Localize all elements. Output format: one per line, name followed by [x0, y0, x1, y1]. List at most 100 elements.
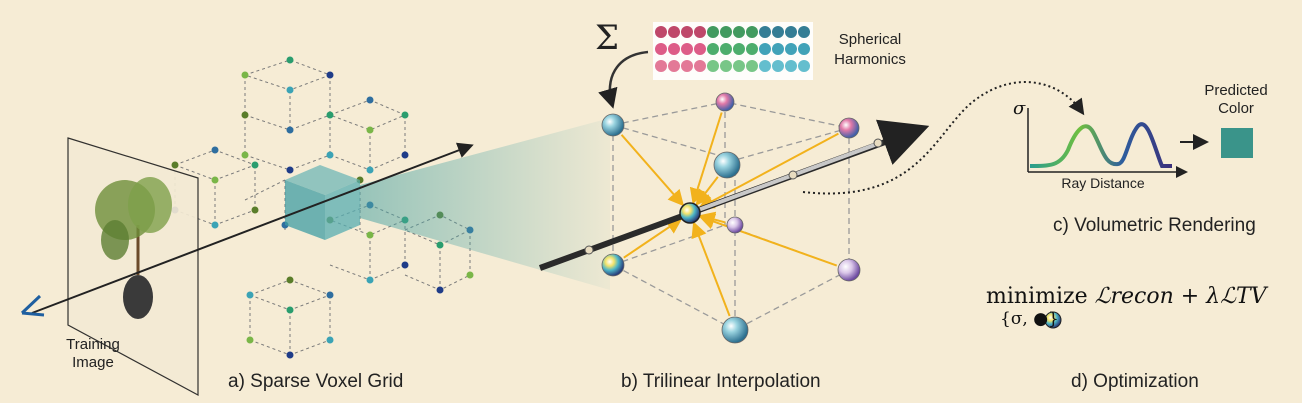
sh-label-line1: Spherical	[838, 31, 902, 48]
training-label-line2: Image	[72, 354, 114, 371]
sh-basis-cell	[655, 60, 667, 72]
sh-basis-cell	[720, 43, 732, 55]
voxel-point	[286, 166, 294, 174]
predicted-label-line1: Predicted	[1204, 82, 1268, 99]
voxel-point	[401, 151, 409, 159]
caption-a: a) Sparse Voxel Grid	[228, 371, 404, 392]
sh-basis-cell	[720, 60, 732, 72]
interp-arrow	[695, 176, 719, 206]
camera-ray	[31, 142, 474, 314]
sh-basis-cell	[772, 26, 784, 38]
interp-arrow	[697, 132, 839, 209]
objective-word: minimize	[986, 284, 1088, 309]
sh-basis-cell	[694, 26, 706, 38]
sh-basis-cell	[798, 60, 810, 72]
interp-arrow	[691, 221, 731, 317]
voxel-point	[326, 151, 334, 159]
voxel-point	[436, 241, 444, 249]
voxel-point	[401, 261, 409, 269]
sh-basis-cell	[785, 43, 797, 55]
sh-basis-cell	[759, 60, 771, 72]
objective-terms: ℒrecon + λℒTV	[1094, 284, 1267, 309]
sh-label-line2: Harmonics	[834, 51, 906, 68]
sh-basis-cell	[668, 43, 680, 55]
sh-corner-balls	[601, 92, 861, 344]
voxel-point	[366, 126, 374, 134]
sh-basis-grid-icon	[653, 22, 813, 80]
ray-segment-b-highlight	[689, 141, 881, 215]
sh-basis-cell	[655, 26, 667, 38]
predicted-color-swatch	[1221, 128, 1253, 158]
caption-c: c) Volumetric Rendering	[1053, 215, 1256, 236]
eye-icon	[20, 294, 45, 317]
interp-arrow	[623, 218, 683, 259]
sample-point-1	[584, 245, 594, 255]
sh-basis-cell	[707, 26, 719, 38]
sh-basis-cell	[798, 43, 810, 55]
interp-arrow	[689, 112, 723, 205]
sh-basis-cell	[707, 60, 719, 72]
sh-basis-cell	[785, 26, 797, 38]
sh-basis-cell	[668, 60, 680, 72]
interpolation-arrows	[620, 112, 839, 317]
sh-basis-cell	[798, 26, 810, 38]
sh-basis-cell	[720, 26, 732, 38]
sh-basis-cell	[668, 26, 680, 38]
sh-corner-ball	[726, 216, 744, 234]
plant-image-icon	[95, 177, 172, 319]
voxel-point	[401, 111, 409, 119]
voxel-point	[286, 351, 294, 359]
ray-distance-label: Ray Distance	[1061, 175, 1145, 191]
sh-basis-cell	[759, 43, 771, 55]
voxel-point	[211, 221, 219, 229]
predicted-label-line2: Color	[1218, 100, 1254, 117]
sh-corner-ball	[713, 151, 741, 179]
sh-basis-cell	[681, 26, 693, 38]
voxel-point	[366, 96, 374, 104]
sh-corner-ball	[601, 113, 625, 137]
rgb-ball-icon	[1044, 311, 1062, 329]
trilinear-cube-lines	[611, 101, 851, 331]
caption-d: d) Optimization	[1071, 371, 1199, 392]
voxel-point	[251, 206, 259, 214]
predicted-color-label: Predicted Color	[1196, 82, 1276, 118]
sh-basis-cell	[772, 43, 784, 55]
sh-basis-cell	[681, 60, 693, 72]
sh-basis-cell	[733, 60, 745, 72]
voxel-point	[241, 111, 249, 119]
objective-line: minimize ℒrecon + λℒTV	[986, 284, 1267, 309]
voxel-point	[246, 291, 254, 299]
sh-basis-cell	[746, 26, 758, 38]
voxel-point	[286, 276, 294, 284]
dotted-connector-arrow	[802, 81, 1085, 195]
interp-arrow	[620, 134, 685, 207]
sh-corner-ball	[715, 92, 735, 112]
voxel-point	[366, 231, 374, 239]
sh-basis-cell	[772, 60, 784, 72]
voxel-point	[211, 146, 219, 154]
interpolated-sample-ball	[679, 202, 701, 224]
voxel-point	[326, 71, 334, 79]
caption-b: b) Trilinear Interpolation	[621, 371, 821, 392]
voxel-point	[286, 306, 294, 314]
sum-symbol: Σ	[595, 18, 620, 58]
sh-corner-ball	[721, 316, 749, 344]
sum-arrow	[598, 50, 649, 109]
sh-basis-cell	[681, 43, 693, 55]
voxel-point	[241, 151, 249, 159]
sh-basis-cell	[694, 60, 706, 72]
sh-basis-cell	[707, 43, 719, 55]
voxel-point	[171, 161, 179, 169]
zoom-beam	[360, 118, 610, 290]
voxel-point	[241, 71, 249, 79]
objective-subscript: {σ, ●}	[1000, 309, 1059, 329]
sh-label: Spherical Harmonics	[822, 30, 918, 70]
sample-point-2	[788, 170, 798, 180]
voxel-point	[246, 336, 254, 344]
sh-basis-cell	[746, 43, 758, 55]
voxel-point	[436, 286, 444, 294]
voxel-point	[466, 271, 474, 279]
voxel-point	[251, 161, 259, 169]
sh-basis-cell	[785, 60, 797, 72]
